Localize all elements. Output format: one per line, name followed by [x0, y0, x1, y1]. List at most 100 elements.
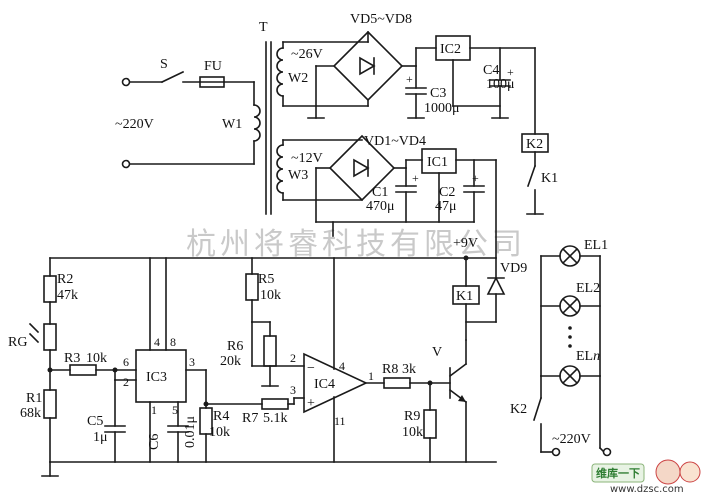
resistor-r1	[43, 389, 57, 419]
mains-terminal-top	[121, 77, 131, 87]
primary-label: W1	[222, 117, 242, 132]
relay-contact-k2	[532, 396, 543, 422]
ic3-pin2: 2	[123, 375, 129, 389]
ic3-pin3: 3	[189, 355, 195, 369]
bridge-lower-diode-symbol	[353, 158, 370, 178]
resistor-r3	[69, 364, 97, 376]
load-terminal-right	[602, 447, 612, 457]
c1-label: C1	[372, 185, 388, 200]
r3-label: R3	[64, 351, 80, 366]
rg-label: RG	[8, 335, 27, 350]
ic4-minus: −	[307, 361, 315, 376]
switch-label: S	[160, 57, 168, 72]
r6-value: 20k	[220, 354, 241, 369]
resistor-r7	[261, 398, 289, 410]
r8-value: 3k	[402, 362, 416, 377]
bridge-vd1-vd4	[328, 134, 396, 202]
transistor-label: V	[432, 345, 442, 360]
ic4-comparator	[303, 352, 368, 414]
svg-text:+: +	[472, 171, 479, 185]
resistor-r6	[263, 335, 277, 367]
ic3-pin5: 5	[172, 403, 178, 417]
secondary-winding-w3	[276, 144, 284, 194]
secondary-winding-w2	[276, 47, 284, 97]
r9-value: 10k	[402, 425, 423, 440]
ic3-label: IC3	[146, 370, 167, 385]
c3-value: 1000μ	[424, 101, 460, 116]
c3-label: C3	[430, 86, 446, 101]
eln-label: ELn	[576, 349, 600, 364]
r8-label: R8	[382, 362, 398, 377]
r5-value: 10k	[260, 288, 281, 303]
ic2-label: IC2	[440, 42, 461, 57]
photoresistor-rg	[43, 323, 57, 351]
control-section: +9V R2 47k RG R1 68k R3 10k C5	[8, 236, 527, 477]
light-arrow-2	[28, 332, 40, 344]
relay-contact-k1	[526, 164, 537, 188]
svg-text:+: +	[507, 65, 514, 79]
r1-value: 68k	[20, 406, 41, 421]
resistor-r5	[245, 273, 259, 301]
w2-voltage-label: ~26V	[291, 47, 323, 62]
resistor-r9	[423, 409, 437, 439]
w3-label: W3	[288, 168, 308, 183]
r4-value: 10k	[209, 425, 230, 440]
resistor-r8	[383, 377, 411, 389]
resistor-r2	[43, 275, 57, 303]
mains-input: S FU ~220V W1	[115, 57, 261, 169]
transformer-label: T	[259, 20, 268, 35]
load-voltage-label: ~220V	[552, 432, 591, 447]
r2-value: 47k	[57, 288, 78, 303]
w2-label: W2	[288, 71, 308, 86]
c5-value: 1μ	[93, 430, 108, 445]
r2-label: R2	[57, 272, 73, 287]
svg-text:+: +	[406, 72, 413, 86]
c2-label: C2	[439, 185, 455, 200]
ic4-pin4: 4	[339, 359, 345, 373]
site-url: www.dzsc.com	[610, 484, 684, 495]
light-arrow-1	[28, 322, 40, 334]
r5-label: R5	[258, 272, 274, 287]
ic4-pin3: 3	[290, 383, 296, 397]
c4-value: 100μ	[486, 77, 515, 92]
svg-text:+: +	[412, 171, 419, 185]
transformer-t: T	[259, 20, 272, 215]
ic4-pin1: 1	[368, 369, 374, 383]
c4-label: C4	[483, 63, 499, 78]
lamp-el1	[559, 245, 581, 267]
ic3-pin6: 6	[123, 355, 129, 369]
r7-value: 5.1k	[263, 411, 288, 426]
el1-label: EL1	[584, 238, 608, 253]
ic3-pin1: 1	[151, 403, 157, 417]
switch-s	[160, 70, 185, 84]
ic3-timer	[135, 349, 187, 403]
ic4-pin11: 11	[334, 414, 346, 428]
ic4-pin2: 2	[290, 351, 296, 365]
w3-voltage-label: ~12V	[291, 151, 323, 166]
k1-contact-label: K1	[541, 171, 558, 186]
r4-label: R4	[213, 409, 229, 424]
fuse-label: FU	[204, 59, 222, 74]
lamp-eln	[559, 365, 581, 387]
k2-contact-label: K2	[510, 402, 527, 417]
load-terminal-left	[551, 447, 561, 457]
ic4-label: IC4	[314, 377, 335, 392]
k2-coil-label: K2	[526, 137, 543, 152]
supply-label: +9V	[453, 236, 478, 251]
lamp-el2	[559, 295, 581, 317]
primary-winding-w1	[253, 104, 261, 142]
r6-label: R6	[227, 339, 243, 354]
site-logo: 维库一下 www.dzsc.com	[591, 459, 701, 495]
bridge-upper-label: VD5~VD8	[350, 12, 412, 27]
mascot-icon	[655, 459, 681, 485]
vd9-label: VD9	[500, 261, 527, 276]
logo-text: 维库一下	[596, 466, 640, 480]
ic4-plus: +	[307, 396, 315, 411]
r7-label: R7	[242, 411, 258, 426]
upper-supply: ~26V W2 VD5~VD8 IC2 + C3 1000μ	[276, 12, 558, 215]
lamp-load: EL1 EL2 ELn K2 ~220V	[510, 238, 612, 457]
ic3-pin4: 4	[154, 335, 160, 349]
lower-supply: ~12V W3 VD1~VD4 IC1 + C1 470μ + C	[276, 134, 497, 259]
k1-coil-label: K1	[456, 289, 473, 304]
